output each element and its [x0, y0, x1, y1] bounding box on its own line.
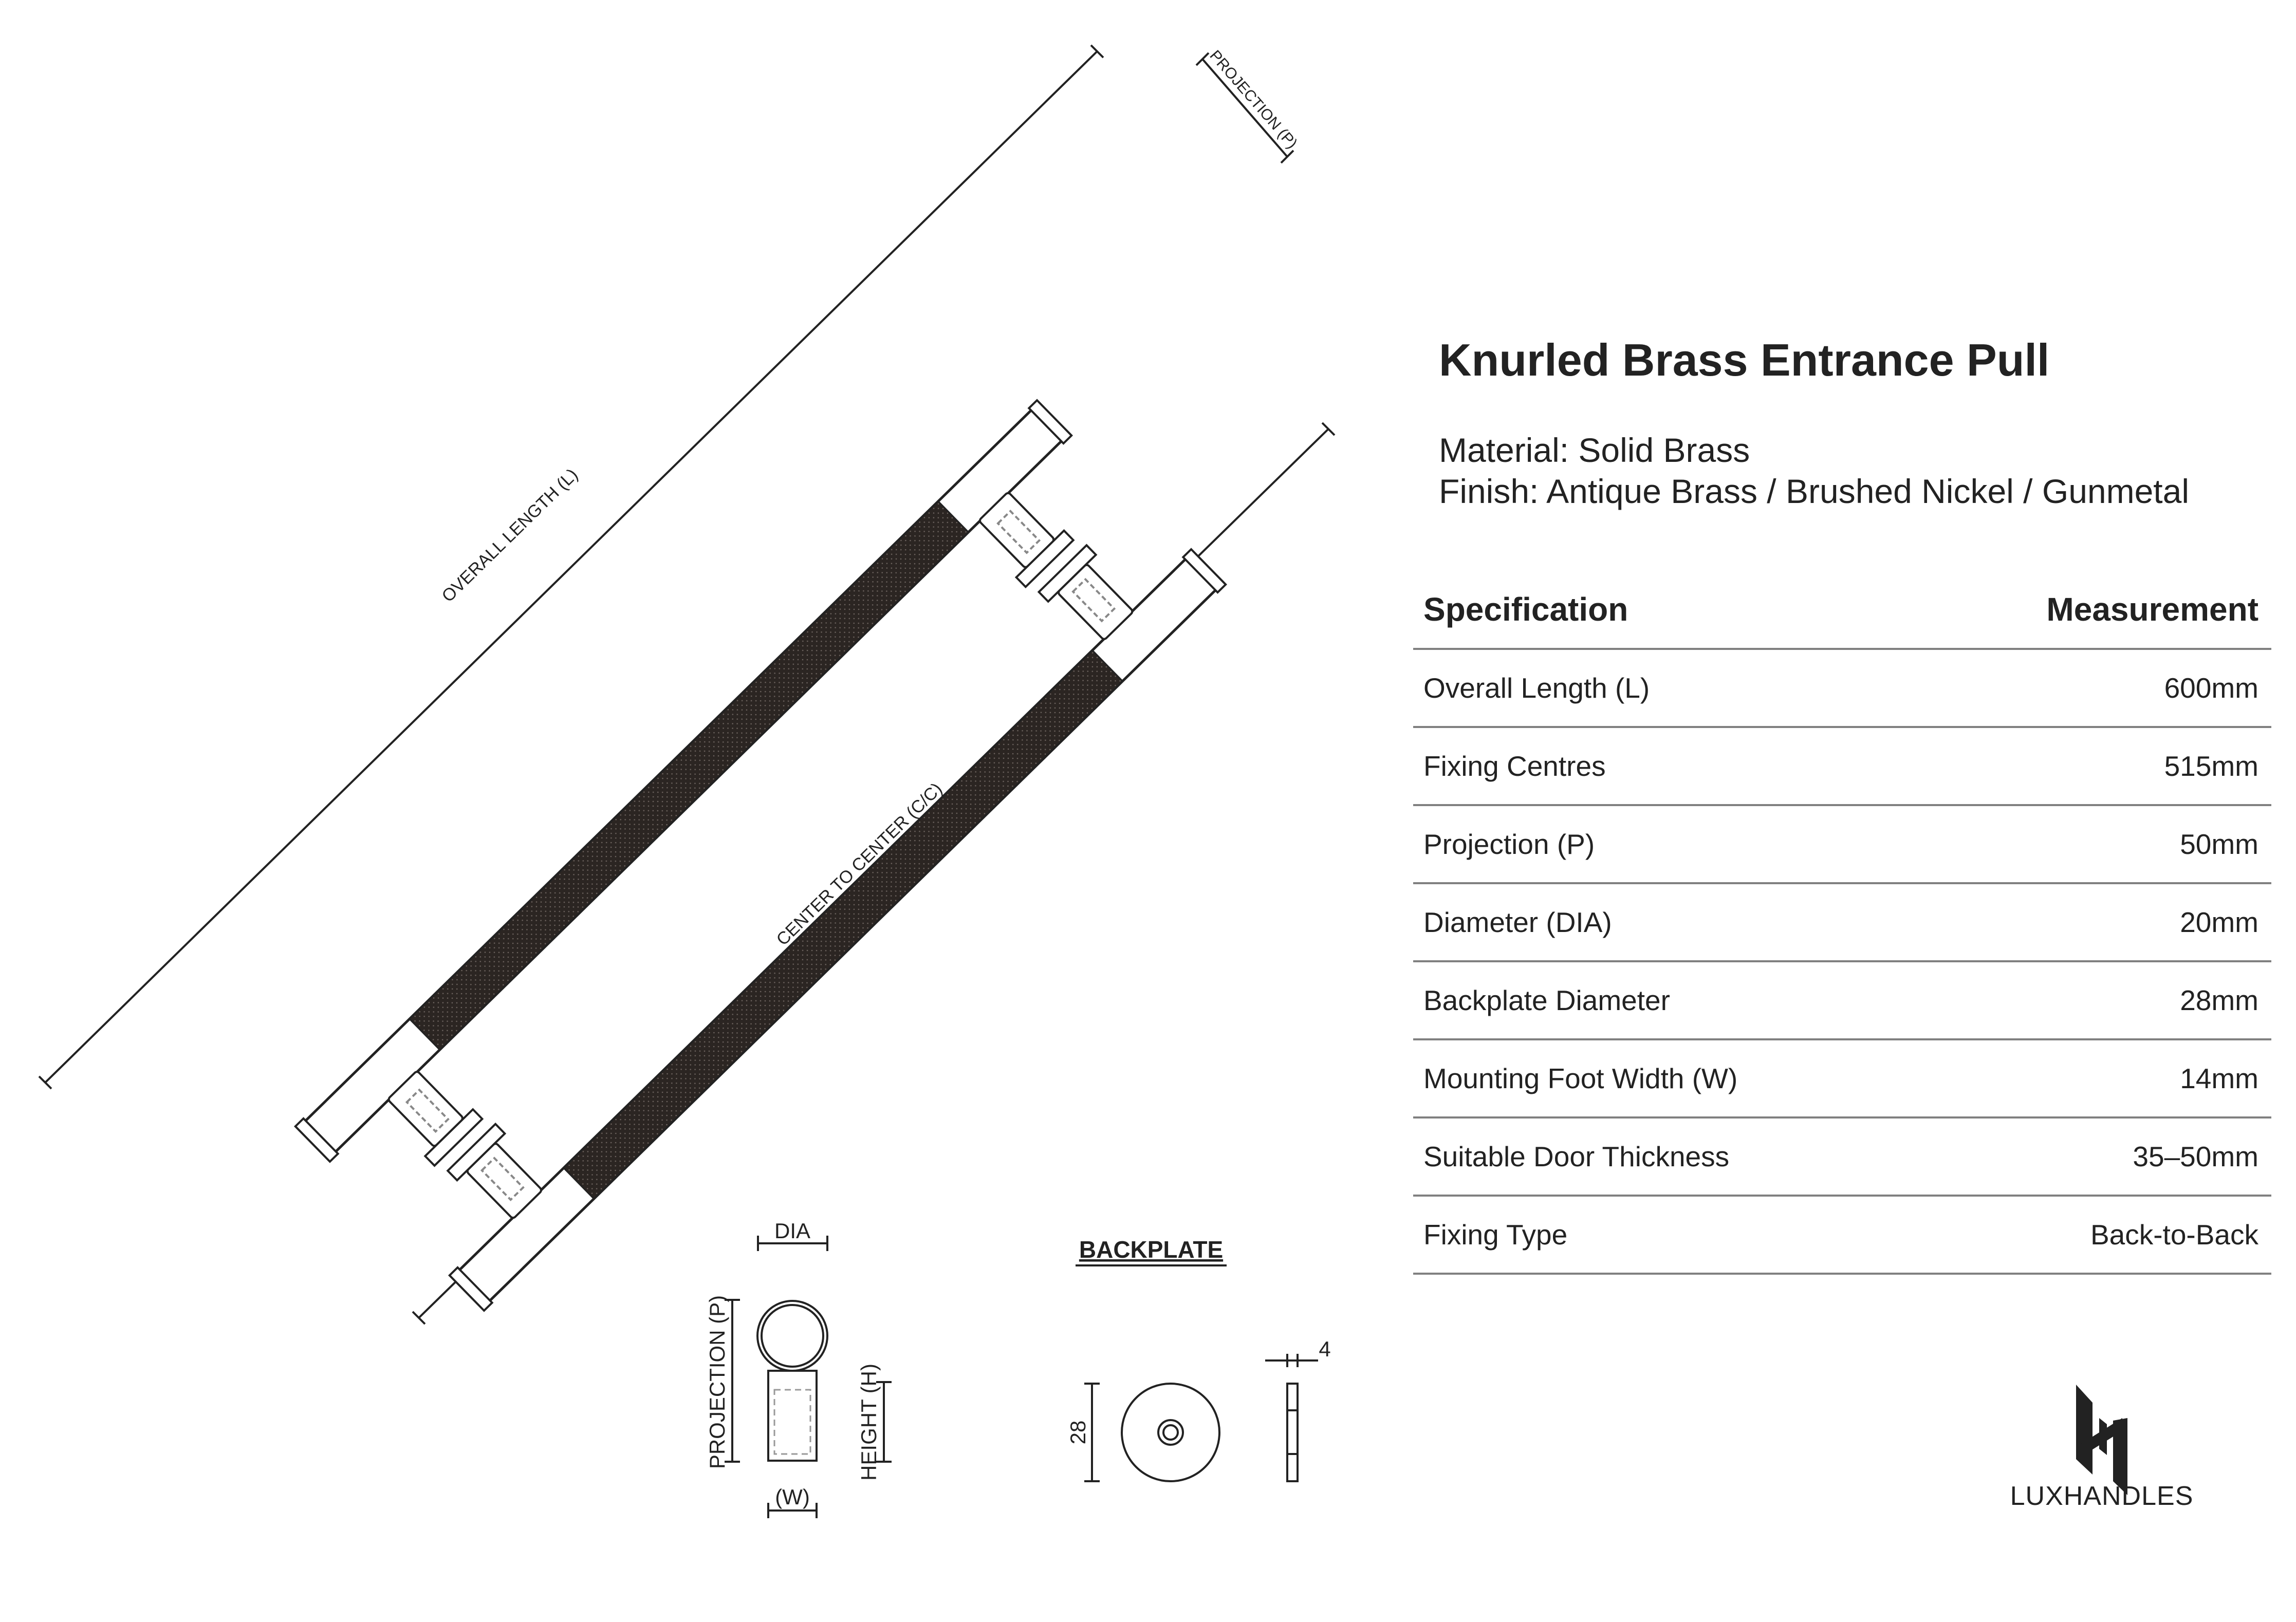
row-label: Fixing Centres: [1423, 750, 1606, 782]
specification-table: Specification Measurement Overall Length…: [1413, 578, 2271, 1275]
row-value: 20mm: [2180, 906, 2258, 938]
knurled-grip: [562, 649, 1124, 1200]
overall-length-dimension: [38, 44, 1104, 1090]
row-label: Suitable Door Thickness: [1423, 1141, 1730, 1172]
table-row: Suitable Door Thickness 35–50mm: [1413, 1118, 2271, 1197]
mounting-post: [387, 492, 1075, 1167]
height-label: HEIGHT (H): [857, 1364, 881, 1481]
finish-line: Finish: Antique Brass / Brushed Nickel /…: [1439, 472, 2189, 510]
row-value: 35–50mm: [2133, 1141, 2258, 1172]
row-label: Overall Length (L): [1423, 672, 1650, 704]
row-label: Backplate Diameter: [1423, 984, 1670, 1016]
width-label: (W): [775, 1485, 810, 1509]
row-label: Mounting Foot Width (W): [1423, 1062, 1738, 1094]
material-line: Material: Solid Brass: [1439, 431, 1750, 469]
row-label: Diameter (DIA): [1423, 906, 1612, 938]
backplate-detail: [1084, 1354, 1318, 1482]
product-title: Knurled Brass Entrance Pull: [1439, 334, 2050, 385]
row-value: 515mm: [2164, 750, 2258, 782]
dia-label: DIA: [774, 1219, 810, 1243]
row-value: 50mm: [2180, 828, 2258, 860]
row-label: Projection (P): [1423, 828, 1595, 860]
row-value: 28mm: [2180, 984, 2258, 1016]
knurled-grip: [408, 500, 970, 1051]
row-value: 600mm: [2164, 672, 2258, 704]
projection-side-label: PROJECTION (P): [705, 1295, 729, 1469]
pull-handle-front: [293, 399, 1075, 1167]
table-row: Backplate Diameter 28mm: [1413, 962, 2271, 1040]
luxhandles-logo-icon: [2076, 1385, 2127, 1495]
header-specification: Specification: [1423, 591, 1628, 628]
projection-top-dimension: [1195, 52, 1294, 164]
row-label: Fixing Type: [1423, 1219, 1568, 1251]
side-profile-detail: [725, 1236, 892, 1518]
row-value: 14mm: [2180, 1062, 2258, 1094]
row-value: Back-to-Back: [2090, 1219, 2258, 1251]
table-row: Mounting Foot Width (W) 14mm: [1413, 1040, 2271, 1118]
pull-handle-back: [446, 544, 1228, 1312]
table-row: Fixing Type Back-to-Back: [1413, 1197, 2271, 1275]
table-row: Diameter (DIA) 20mm: [1413, 884, 2271, 962]
backplate-heading: BACKPLATE: [1079, 1236, 1223, 1263]
overall-length-label: OVERALL LENGTH (L): [438, 465, 582, 606]
mounting-post: [446, 544, 1134, 1219]
dim-28-label: 28: [1066, 1421, 1090, 1445]
table-row: Projection (P) 50mm: [1413, 806, 2271, 884]
table-row: Overall Length (L) 600mm: [1413, 650, 2271, 728]
dim-4-label: 4: [1319, 1337, 1330, 1361]
table-row: Fixing Centres 515mm: [1413, 728, 2271, 806]
header-measurement: Measurement: [2046, 591, 2258, 628]
brand-name: LUXHANDLES: [2010, 1481, 2194, 1511]
projection-top-label: PROJECTION (P): [1206, 47, 1300, 152]
table-header: Specification Measurement: [1413, 578, 2271, 650]
